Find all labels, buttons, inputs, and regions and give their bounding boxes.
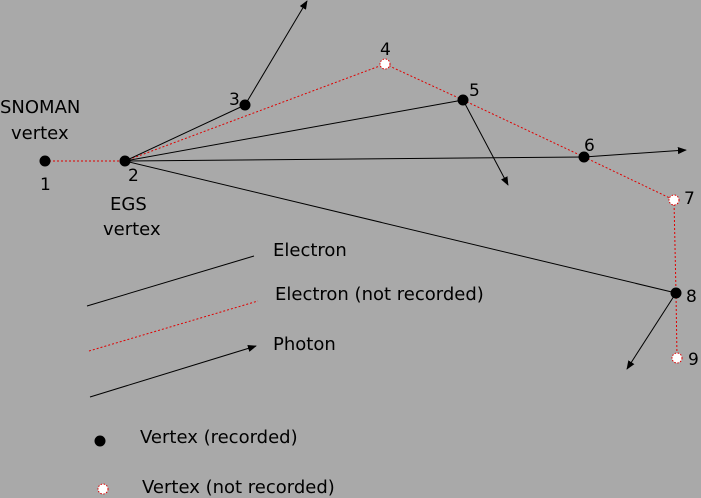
vertex-number-7: 7 <box>684 189 695 209</box>
egs-label-line1: EGS <box>110 194 147 215</box>
legend-photon-swatch <box>89 344 257 398</box>
photon-from-3 <box>244 0 308 106</box>
vertex-number-4: 4 <box>380 40 391 60</box>
vertex-7 <box>668 194 680 206</box>
vertex-1 <box>39 155 51 167</box>
vertex-2 <box>119 155 131 167</box>
vertex-6 <box>578 151 590 163</box>
vertex-number-3: 3 <box>229 90 240 110</box>
photon-tracks <box>244 0 687 370</box>
vertex-numbers: 1 2 3 4 5 6 7 8 9 <box>40 40 699 370</box>
vertex-number-9: 9 <box>688 350 699 370</box>
track-2-4 <box>124 63 386 162</box>
legend-vertex-recorded-label: Vertex (recorded) <box>140 427 298 448</box>
photon-from-8 <box>626 292 677 370</box>
legend-electron-swatch <box>86 255 255 307</box>
vertex-number-5: 5 <box>469 81 480 101</box>
legend: Electron Electron (not recorded) Photon … <box>86 240 484 498</box>
track-2-8 <box>124 160 677 294</box>
vertex-number-8: 8 <box>686 287 697 307</box>
track-2-3 <box>124 104 246 162</box>
vertex-labels: SNOMAN vertex EGS vertex <box>0 97 161 240</box>
track-8-9 <box>675 292 678 359</box>
vertex-9 <box>671 352 683 364</box>
vertices <box>39 58 683 364</box>
legend-photon-label: Photon <box>273 334 336 355</box>
track-4-5 <box>384 63 464 101</box>
legend-vertex-not-recorded-label: Vertex (not recorded) <box>142 477 335 498</box>
vertex-number-2: 2 <box>128 166 139 186</box>
track-7-8 <box>673 199 677 294</box>
vertex-5 <box>457 94 469 106</box>
vertex-number-1: 1 <box>40 175 51 195</box>
photon-from-6 <box>583 146 687 158</box>
vertex-number-6: 6 <box>584 136 595 156</box>
snoman-label-line2: vertex <box>11 123 69 144</box>
snoman-label-line1: SNOMAN <box>0 97 80 118</box>
track-5-6 <box>462 99 585 158</box>
vertex-4 <box>379 58 391 70</box>
recorded-electron-tracks <box>124 99 677 294</box>
vertex-8 <box>670 287 682 299</box>
legend-vertex-recorded-swatch <box>94 435 106 447</box>
photon-from-5 <box>462 99 509 186</box>
egs-label-line2: vertex <box>103 219 161 240</box>
track-6-7 <box>583 156 675 201</box>
legend-electron-not-recorded-swatch <box>88 300 259 352</box>
track-2-5 <box>124 99 464 162</box>
legend-vertex-not-recorded-swatch <box>97 483 109 495</box>
vertex-3 <box>239 99 251 111</box>
track-2-6 <box>124 156 585 162</box>
unrecorded-electron-tracks <box>45 63 678 359</box>
legend-electron-not-recorded-label: Electron (not recorded) <box>275 284 484 305</box>
legend-electron-label: Electron <box>273 240 347 261</box>
